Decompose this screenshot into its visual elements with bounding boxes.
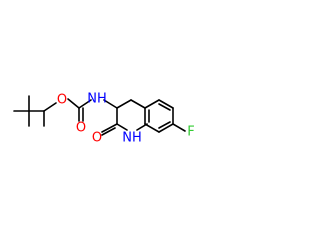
bond-c7-to-f bbox=[172, 123, 186, 132]
atom-label-o-carbonyl-lactam: O bbox=[92, 131, 102, 146]
bond-oester-to-ccarb bbox=[67, 98, 80, 109]
bond-c7-c8 bbox=[158, 123, 174, 133]
bond-c2-o-2 bbox=[101, 127, 116, 136]
atom-label-n-amide: NH bbox=[87, 92, 107, 107]
bond-c5-c6 bbox=[158, 99, 174, 109]
bond-c3-to-c4 bbox=[116, 99, 132, 109]
bond-namide-to-c3 bbox=[103, 99, 118, 109]
bond-c2-o-1 bbox=[101, 123, 118, 133]
bond-c2-to-n1 bbox=[116, 123, 128, 131]
atom-label-o-carbonyl-carbamate: O bbox=[76, 121, 86, 136]
bond-ccarb-to-namide bbox=[78, 99, 92, 109]
bond-c4-to-c4a bbox=[130, 99, 146, 109]
bond-c4a-c5 bbox=[144, 99, 160, 109]
atom-label-layer: O NH O O NH F bbox=[57, 92, 195, 146]
atom-label-o-ester: O bbox=[57, 93, 67, 108]
bond-c8-c8a bbox=[144, 123, 160, 133]
atom-label-f: F bbox=[187, 125, 194, 140]
bond-layer bbox=[13, 95, 186, 136]
bond-ccenter-to-oester bbox=[43, 102, 57, 112]
atom-label-n-lactam: NH bbox=[122, 131, 142, 146]
structure-svg: O NH O O NH F bbox=[13, 92, 195, 146]
bond-c5-c6-inner bbox=[158, 103, 171, 111]
bond-c7-c8-inner bbox=[158, 121, 171, 129]
molecule-structure-canvas: O NH O O NH F bbox=[13, 92, 195, 146]
